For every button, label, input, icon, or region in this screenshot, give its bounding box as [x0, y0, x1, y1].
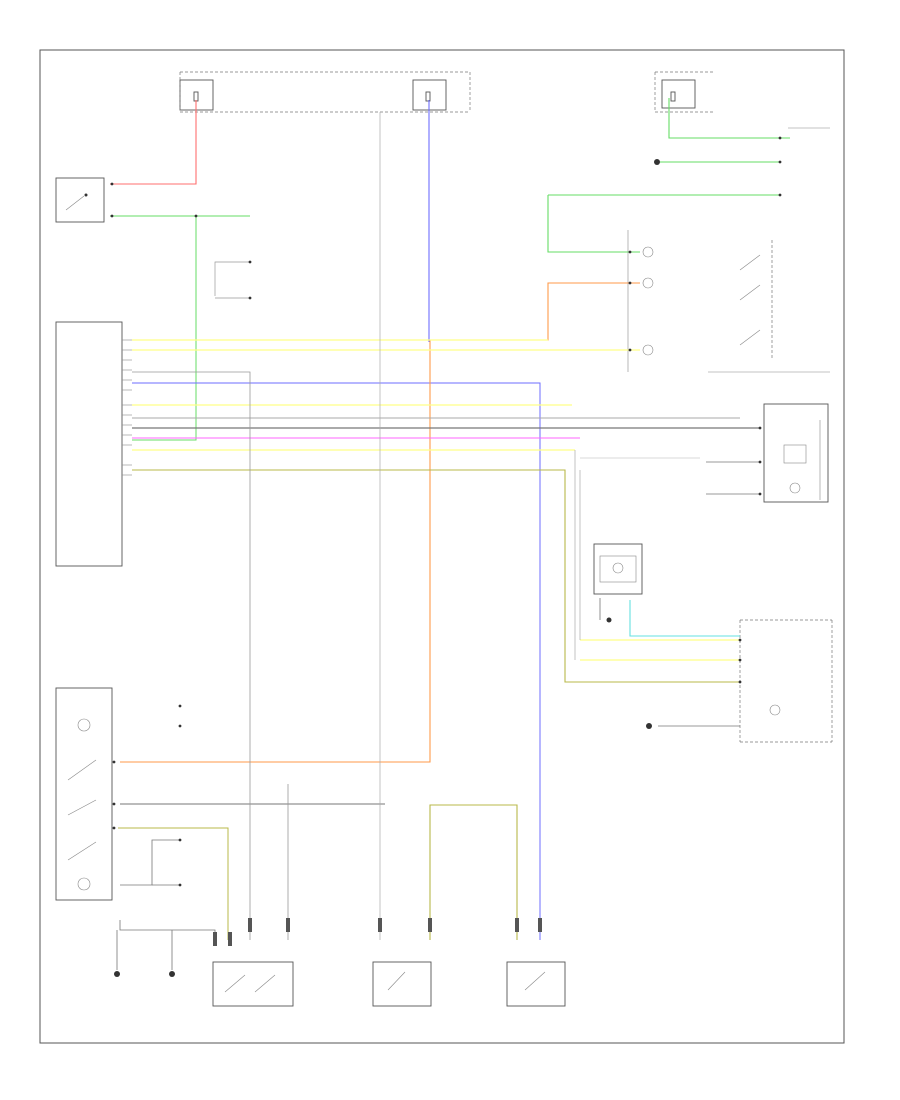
- lamp-icon: [642, 246, 654, 258]
- wire-green-right-2: [547, 195, 640, 253]
- ground-icon: [646, 723, 652, 729]
- switch-icon: [67, 799, 97, 816]
- wire-gray-5: [132, 371, 251, 940]
- lamp-icon: [642, 344, 654, 356]
- ground-icon: [114, 971, 120, 977]
- bottom-switch-2: [372, 961, 432, 1007]
- switch-icon: [254, 974, 276, 993]
- switch-icon: [224, 974, 246, 993]
- connector-icon: [428, 918, 432, 932]
- switch-top-left: [55, 177, 105, 223]
- connector-icon: [248, 918, 252, 932]
- ground-icon: [654, 159, 660, 165]
- fuse-box-right: [654, 71, 830, 129]
- fuse-icon: [193, 91, 199, 102]
- wires: [110, 98, 790, 970]
- fuse-icon: [425, 91, 431, 102]
- wire-green-right-top: [668, 98, 790, 139]
- module-left: [55, 321, 123, 567]
- wire-red: [110, 100, 197, 185]
- diagram-border: [39, 49, 845, 1044]
- connector-icon: [228, 932, 232, 946]
- lamp-icon: [642, 277, 654, 289]
- switch-assembly-bottom-left: [55, 687, 113, 901]
- switch-icon: [67, 759, 97, 781]
- wire-gray-12: [120, 839, 180, 886]
- lamp-icon: [77, 718, 91, 732]
- component-right-box: [763, 403, 829, 503]
- instrument-cluster-box: [739, 619, 833, 743]
- connector-dots: [110, 136, 782, 887]
- connectors-bottom: [213, 918, 542, 946]
- connector-icon: [538, 918, 542, 932]
- lamp-icon: [769, 704, 781, 716]
- connector-icon: [515, 918, 519, 932]
- fuse-box-left: [179, 71, 471, 113]
- switch-icon: [65, 195, 85, 211]
- switch-icon: [67, 841, 97, 861]
- ground-icon: [169, 971, 175, 977]
- switch-icon: [739, 329, 761, 346]
- wire-olive-3: [118, 827, 229, 940]
- sensor-box-center: [593, 543, 643, 595]
- connector-icon: [213, 932, 217, 946]
- bottom-switch-3: [506, 961, 566, 1007]
- wire-olive-2: [429, 804, 518, 940]
- switch-icon: [739, 284, 761, 301]
- ground-icon: [606, 617, 612, 623]
- wire-olive-1: [132, 469, 740, 683]
- lamp-icon: [77, 877, 91, 891]
- switch-icon: [387, 971, 406, 991]
- wire-cyan: [629, 600, 740, 637]
- connector-icon: [378, 918, 382, 932]
- wire-gray-9: [119, 920, 216, 940]
- connector-icon: [286, 918, 290, 932]
- switch-icon: [739, 254, 761, 271]
- switch-icon: [524, 971, 546, 991]
- wire-green-drop: [132, 216, 197, 441]
- module-left-pins: [122, 339, 132, 476]
- ground-symbols: [114, 159, 660, 977]
- wire-blue-horizontal: [132, 382, 541, 940]
- bottom-switch-1: [212, 961, 294, 1007]
- wire-gray-7: [214, 261, 250, 296]
- fuse-icon: [670, 91, 676, 102]
- switch-stack-right: [627, 230, 830, 373]
